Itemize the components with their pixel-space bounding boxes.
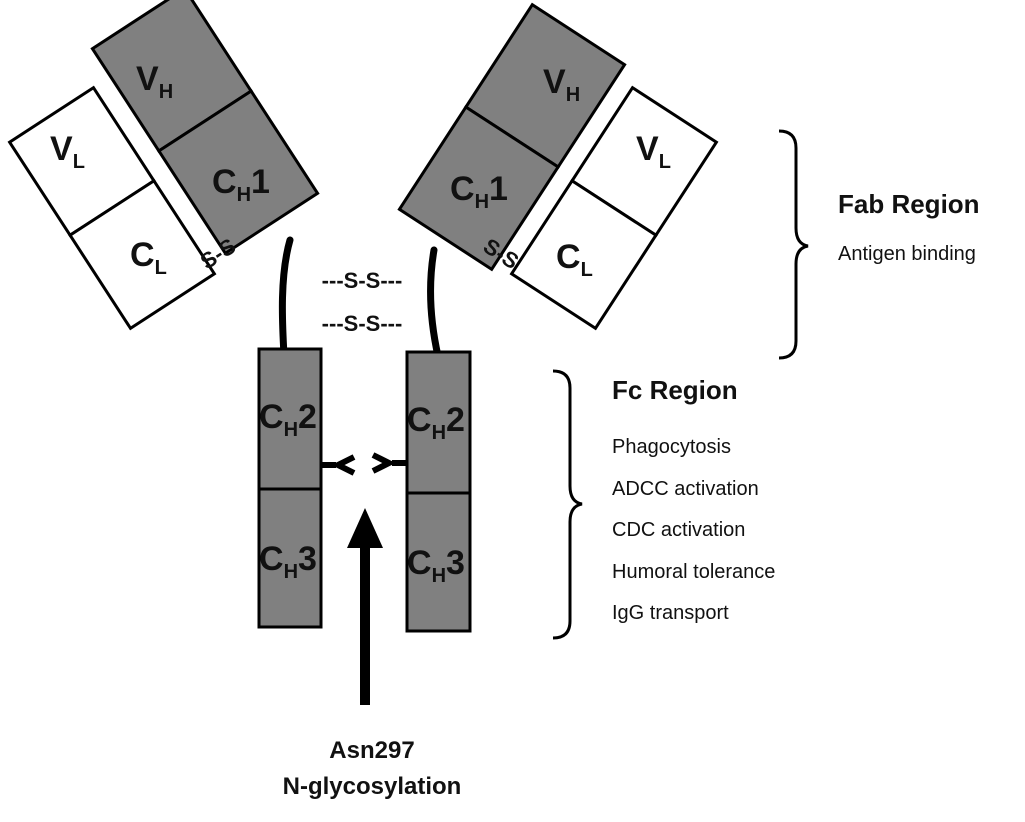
right-light-chain-arm xyxy=(509,85,719,331)
fab-function-item: Antigen binding xyxy=(838,243,976,265)
fc-function-item: Humoral tolerance xyxy=(612,561,775,583)
right-cl-label: CL xyxy=(556,238,593,281)
right-heavy-chain-arm xyxy=(397,2,627,272)
left-ch1-domain xyxy=(156,88,320,256)
fab-region-title: Fab Region xyxy=(838,189,980,219)
right-ch2-label: CH2 xyxy=(407,401,465,444)
right-vl-label: VL xyxy=(636,130,671,173)
fab-brace xyxy=(778,129,809,360)
hinge-disulfide-lower: ---S-S--- xyxy=(322,311,403,336)
right-vh-label: VH xyxy=(543,63,580,106)
left-light-chain-arm xyxy=(7,85,217,331)
glycosylation-arrow-head xyxy=(347,508,383,548)
right-ch2-domain xyxy=(405,350,472,495)
left-vl-label: VL xyxy=(50,130,85,173)
glycan-symbol xyxy=(321,452,407,476)
fc-function-item: IgG transport xyxy=(612,602,729,624)
fc-region-title: Fc Region xyxy=(612,375,738,405)
left-cl-domain xyxy=(67,178,217,331)
hinge-disulfide-upper: ---S-S--- xyxy=(322,268,403,293)
right-ch3-domain xyxy=(405,491,472,633)
left-ch2-label: CH2 xyxy=(259,398,317,441)
glycosylation-label-line2: N-glycosylation xyxy=(283,773,462,800)
right-cl-domain xyxy=(509,178,659,331)
left-cl-label: CL xyxy=(130,236,167,279)
fc-function-item: Phagocytosis xyxy=(612,436,731,458)
right-ch1-label: CH1 xyxy=(450,170,508,213)
fc-function-item: CDC activation xyxy=(612,519,745,541)
left-ch3-label: CH3 xyxy=(259,540,317,583)
right-hinge-line xyxy=(427,246,442,360)
left-vh-label: VH xyxy=(136,60,173,103)
left-ch1-label: CH1 xyxy=(212,163,270,206)
fc-function-item: ADCC activation xyxy=(612,478,759,500)
glycosylation-label-line1: Asn297 xyxy=(329,737,414,764)
left-heavy-chain-arm xyxy=(90,0,320,256)
left-ch3-domain xyxy=(257,487,323,629)
fc-brace xyxy=(552,369,583,640)
left-hinge-line xyxy=(278,236,294,359)
right-ch3-label: CH3 xyxy=(407,544,465,587)
right-ch1-domain xyxy=(397,104,561,272)
